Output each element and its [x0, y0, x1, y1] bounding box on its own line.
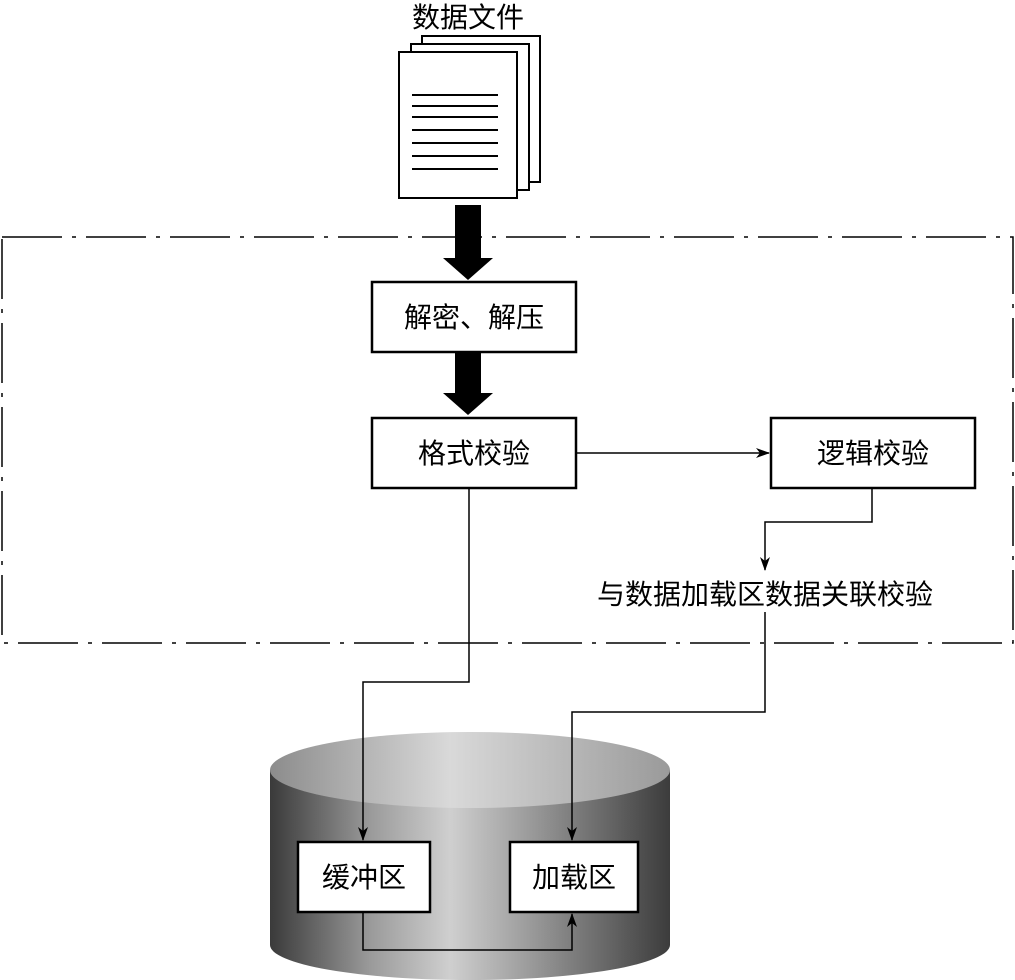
decrypt-box	[370, 280, 578, 354]
database-cylinder	[270, 732, 670, 980]
source-label: 数据文件	[412, 1, 524, 34]
load-zone-label: 加载区	[532, 861, 616, 894]
connector-logic-to-association	[760, 488, 873, 571]
connector-association-to-load	[567, 612, 766, 841]
buffer-box	[296, 840, 432, 914]
logic-check-box	[769, 416, 977, 490]
logic-check-label: 逻辑校验	[817, 437, 929, 470]
buffer-label: 缓冲区	[322, 861, 406, 894]
connector-format-to-buffer	[358, 488, 470, 841]
format-check-label: 格式校验	[418, 437, 530, 470]
connector-buffer-to-load	[362, 912, 577, 951]
document-stack-icon	[398, 35, 541, 199]
format-check-box	[370, 416, 578, 490]
processing-boundary	[1, 236, 1014, 644]
association-check-label: 与数据加载区数据关联校验	[597, 578, 933, 611]
thick-arrow-decrypt-to-format	[443, 353, 493, 415]
load-zone-box	[508, 840, 640, 914]
thick-arrow-file-to-decrypt	[443, 205, 493, 280]
decrypt-label: 解密、解压	[404, 301, 544, 334]
